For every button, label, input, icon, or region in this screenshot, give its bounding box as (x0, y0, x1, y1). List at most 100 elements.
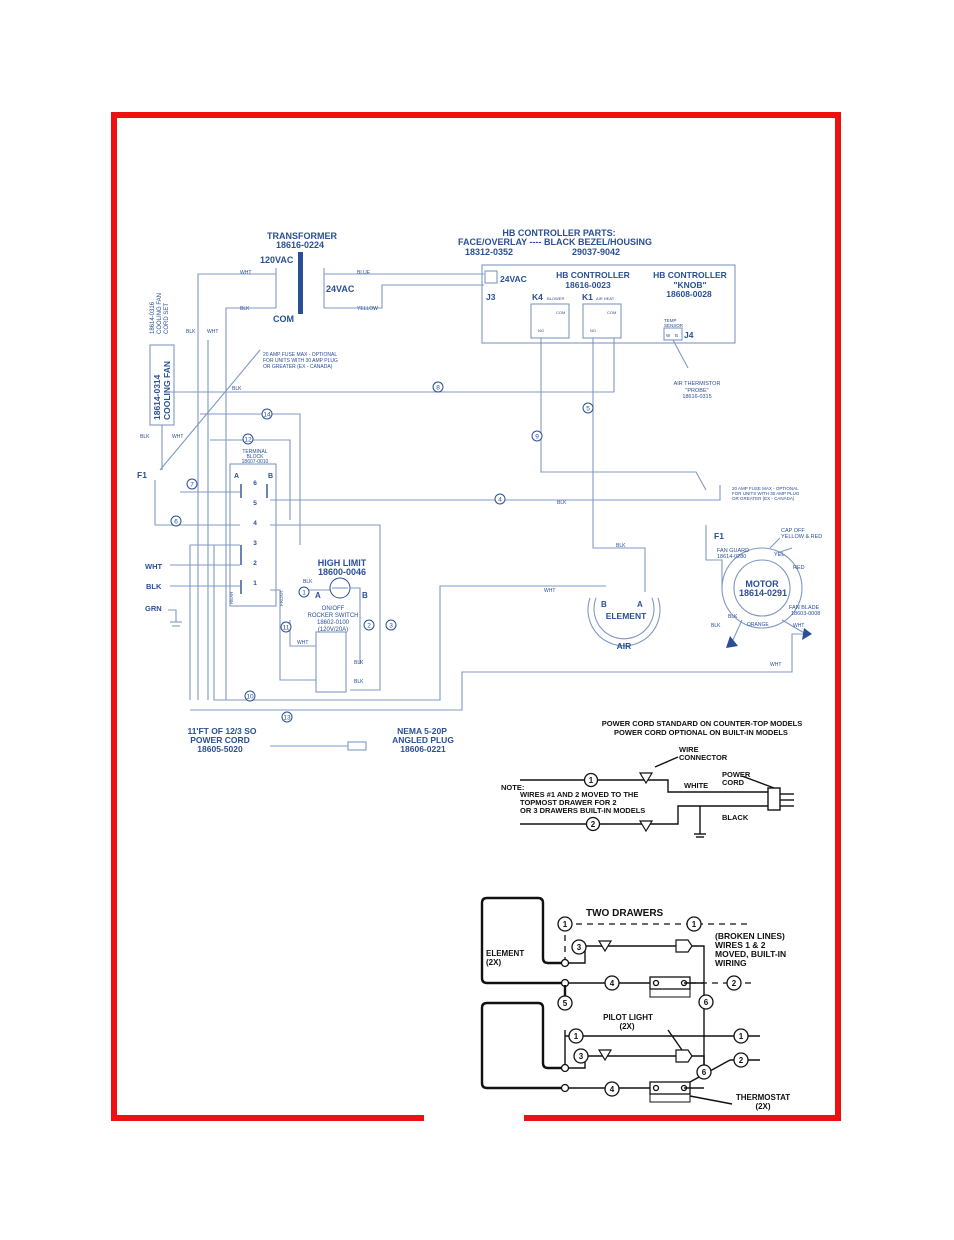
diagram-label: BLK (354, 660, 364, 666)
diagram-label: B (601, 600, 607, 609)
diagram-label: CORD (722, 778, 745, 787)
diagram-label: BLK (354, 679, 364, 685)
diagram-label: 29037-9042 (572, 247, 620, 257)
diagram-label: 6 (174, 519, 178, 526)
diagram-label: 1 (589, 776, 594, 785)
diagram-label: WHT (770, 662, 781, 668)
diagram-label: 4 (610, 979, 615, 988)
diagram-label: BLACK (722, 813, 749, 822)
red-frame (111, 112, 841, 1121)
diagram-label: 1 (739, 1032, 744, 1041)
diagram-label: HIGH LIMIT (318, 558, 367, 568)
diagram-label: B (675, 333, 678, 338)
diagram-label: 18614-0316 (150, 301, 156, 334)
diagram-label: WHT (297, 640, 308, 646)
two-drawers-diagram: TWO DRAWERS (BROKEN LINES) WIRES 1 & 2 M… (480, 896, 790, 1111)
diagram-label: 18616-0023 (565, 280, 611, 290)
controller-labels: 24VAC HB CONTROLLER 18616-0023 J3 K4 BLO… (486, 270, 727, 400)
diagram-label: 20 AMP FUSE MAX - OPTIONAL (263, 352, 337, 358)
diagram-label: 4 (498, 497, 502, 504)
diagram-label: BLK (728, 614, 738, 620)
diagram-label: 5 (253, 500, 257, 507)
diagram-label: ELEMENT (606, 611, 647, 621)
diagram-label: 8 (436, 385, 440, 392)
rocker-switch-box (315, 631, 347, 693)
j3-connector (484, 270, 498, 284)
diagram-label: A (234, 473, 239, 480)
diagram-label: 2 (367, 623, 371, 630)
diagram-label: POWER CORD OPTIONAL ON BUILT-IN MODELS (614, 728, 788, 737)
diagram-label: 18608-0028 (666, 289, 712, 299)
diagram-label: 5 (586, 406, 590, 413)
diagram-label: 18312-0352 (465, 247, 513, 257)
diagram-label: AIR THERMISTOR (674, 381, 721, 387)
diagram-label: A (315, 591, 321, 600)
transformer-labels: TRANSFORMER 18616-0224 120VAC 24VAC COM … (186, 231, 378, 335)
diagram-label: "PROBE" (685, 388, 708, 394)
diagram-label: YELLOW & RED (781, 534, 822, 540)
diagram-label: 2 (253, 560, 257, 567)
diagram-label: WIRING (715, 958, 747, 968)
diagram-label: BLOWER (547, 296, 564, 301)
diagram-label: BLK (711, 623, 721, 629)
diagram-label: 18616-0224 (276, 240, 324, 250)
relay-k1-box (582, 303, 622, 339)
diagram-label: TERMINAL (242, 449, 268, 455)
diagram-label: SENSOR (664, 323, 684, 328)
power-cord-note: POWER CORD STANDARD ON COUNTER-TOP MODEL… (501, 719, 802, 838)
diagram-label: 3 (579, 1052, 584, 1061)
diagram-label: WHT (207, 329, 218, 335)
diagram-label: (2X) (486, 958, 501, 967)
diagram-label: WIRES #1 AND 2 MOVED TO THE (520, 790, 638, 799)
diagram-label: 2 (739, 1056, 744, 1065)
element-labels: WHT BLK BLK B A ELEMENT AIR (544, 500, 647, 651)
diagram-label: B (362, 591, 368, 600)
diagram-label: A (637, 600, 643, 609)
diagram-label: (120V/20A) (318, 627, 348, 633)
diagram-label: WHITE (684, 781, 708, 790)
diagram-label: WHT (793, 623, 804, 629)
diagram-label: 7 (190, 482, 194, 489)
transformer-core (298, 252, 303, 314)
motor-labels: 20 AMP FUSE MAX - OPTIONAL FOR UNITS WIT… (711, 486, 822, 668)
diagram-label: NOTE: (501, 783, 524, 792)
diagram-label: 4 (253, 520, 257, 527)
diagram-label: 1 (692, 920, 697, 929)
diagram-label: 18614-0291 (739, 588, 787, 598)
diagram-label: WHT (172, 434, 183, 440)
diagram-label: FOR UNITS WITH 30 AMP PLUG (263, 358, 338, 364)
diagram-label: 20 AMP FUSE MAX - OPTIONAL (732, 486, 799, 491)
diagram-label: 18602-0100 (317, 620, 350, 626)
controller-box (481, 264, 736, 344)
diagram-label: RED (793, 565, 805, 571)
diagram-label: 1 (574, 1032, 579, 1041)
diagram-label: 18607-0010 (242, 459, 269, 465)
diagram-label: OR GREATER (EX - CANADA) (732, 496, 795, 501)
pilot-light-lower (675, 1049, 693, 1063)
diagram-label: 10 (246, 694, 254, 701)
diagram-label: 6 (702, 1068, 707, 1077)
terminal-block (229, 463, 277, 607)
diagram-label: 18614-0280 (717, 554, 746, 560)
diagram-label: CAP OFF (781, 528, 805, 534)
diagram-label: TOPMOST DRAWER FOR 2 (520, 798, 617, 807)
diagram-label: HB CONTROLLER (653, 270, 727, 280)
diagram-label: NEMA 5-20P (397, 726, 447, 736)
diagram-label: WIRE (679, 745, 699, 754)
diagram-label: 18606-0221 (400, 744, 446, 754)
diagram-label: BLK (240, 306, 250, 312)
diagram-label: THERMOSTAT (736, 1093, 790, 1102)
diagram-label: ANGLED PLUG (392, 735, 454, 745)
diagram-label: NO (590, 328, 596, 333)
diagram-label: YELLOW (357, 306, 378, 312)
diagram-label: J3 (486, 292, 496, 302)
diagram-label: (2X) (619, 1022, 634, 1031)
diagram-label: ELEMENT (486, 949, 524, 958)
diagram-label: 1 (253, 580, 257, 587)
diagram-label: F1 (714, 531, 724, 541)
inputs-labels: WHT BLK GRN (145, 562, 162, 613)
diagram-label: YEL (774, 552, 784, 558)
diagram-label: 24VAC (326, 284, 355, 294)
